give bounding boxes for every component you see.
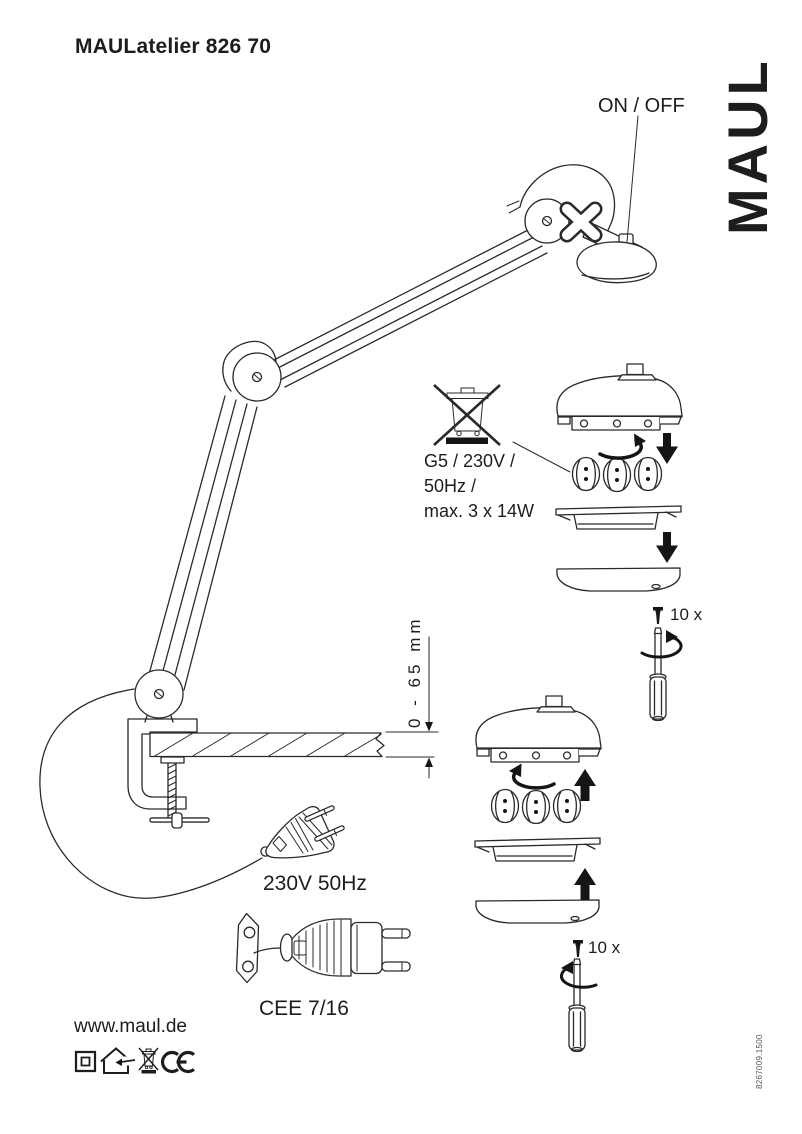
rotate-ccw-arrow (509, 763, 554, 788)
cee-plug-side-view (254, 919, 410, 976)
weee-small-icon (139, 1048, 158, 1074)
spec-pointer-line (513, 442, 570, 472)
cee-plug-face-view (237, 914, 259, 983)
weee-symbol (434, 385, 500, 445)
arrow-up-icon (574, 769, 596, 801)
screw-icon (653, 607, 663, 624)
mains-label: 230V 50Hz (263, 872, 367, 895)
lamp-line-drawing (40, 165, 656, 898)
plug-pins (307, 808, 342, 839)
head-hood (520, 165, 615, 235)
exploded-view-installation (475, 696, 601, 1053)
upper-arm (268, 229, 547, 387)
page-title: MAULatelier 826 70 (75, 35, 272, 58)
elbow-joint (233, 353, 281, 401)
on-off-label: ON / OFF (598, 95, 685, 117)
class-ii-icon (76, 1052, 95, 1071)
spec-line-1: G5 / 230V / (424, 451, 516, 471)
item-code-label: 8267009.1500 (755, 1034, 764, 1089)
screw-icon (573, 940, 583, 957)
brand-logo: MAUL (716, 57, 779, 235)
arrow-down-icon (656, 433, 678, 464)
arrow-down-icon (656, 532, 678, 563)
head-joint (525, 199, 569, 243)
screw-count-label-removal: 10 x (670, 605, 703, 624)
screwdriver-icon (649, 627, 667, 722)
indoor-use-icon (101, 1049, 135, 1074)
arrow-up-icon (574, 868, 596, 900)
clamp-range-dimension (386, 637, 438, 778)
mains-plug (261, 807, 342, 858)
clamp-range-label: 0 - 65 mm (405, 615, 424, 728)
rotate-cw-arrow (600, 433, 646, 459)
compliance-icons (76, 1048, 194, 1074)
screwdriver-cw-arrow (642, 630, 681, 657)
exploded-view-removal (556, 364, 682, 722)
table-clamp (128, 719, 207, 828)
screwdriver-ccw-arrow (561, 961, 596, 987)
screw-count-label-install: 10 x (588, 938, 621, 957)
power-cable (40, 689, 262, 898)
clamp-wing-handle (152, 813, 207, 828)
spec-line-2: 50Hz / (424, 476, 477, 496)
elbow-hood (223, 341, 276, 391)
plug-type-label: CEE 7/16 (259, 997, 349, 1020)
head-knob (567, 209, 595, 235)
base-joint (135, 670, 183, 722)
spec-line-3: max. 3 x 14W (424, 501, 535, 521)
lamp-spec-label: G5 / 230V / 50Hz / max. 3 x 14W (424, 449, 534, 524)
table-surface (150, 733, 384, 757)
lower-arm (148, 396, 257, 690)
on-off-pointer-line (627, 116, 638, 242)
website-label: www.maul.de (74, 1016, 187, 1037)
ce-mark-icon (163, 1053, 194, 1072)
lamp-head (567, 209, 656, 283)
